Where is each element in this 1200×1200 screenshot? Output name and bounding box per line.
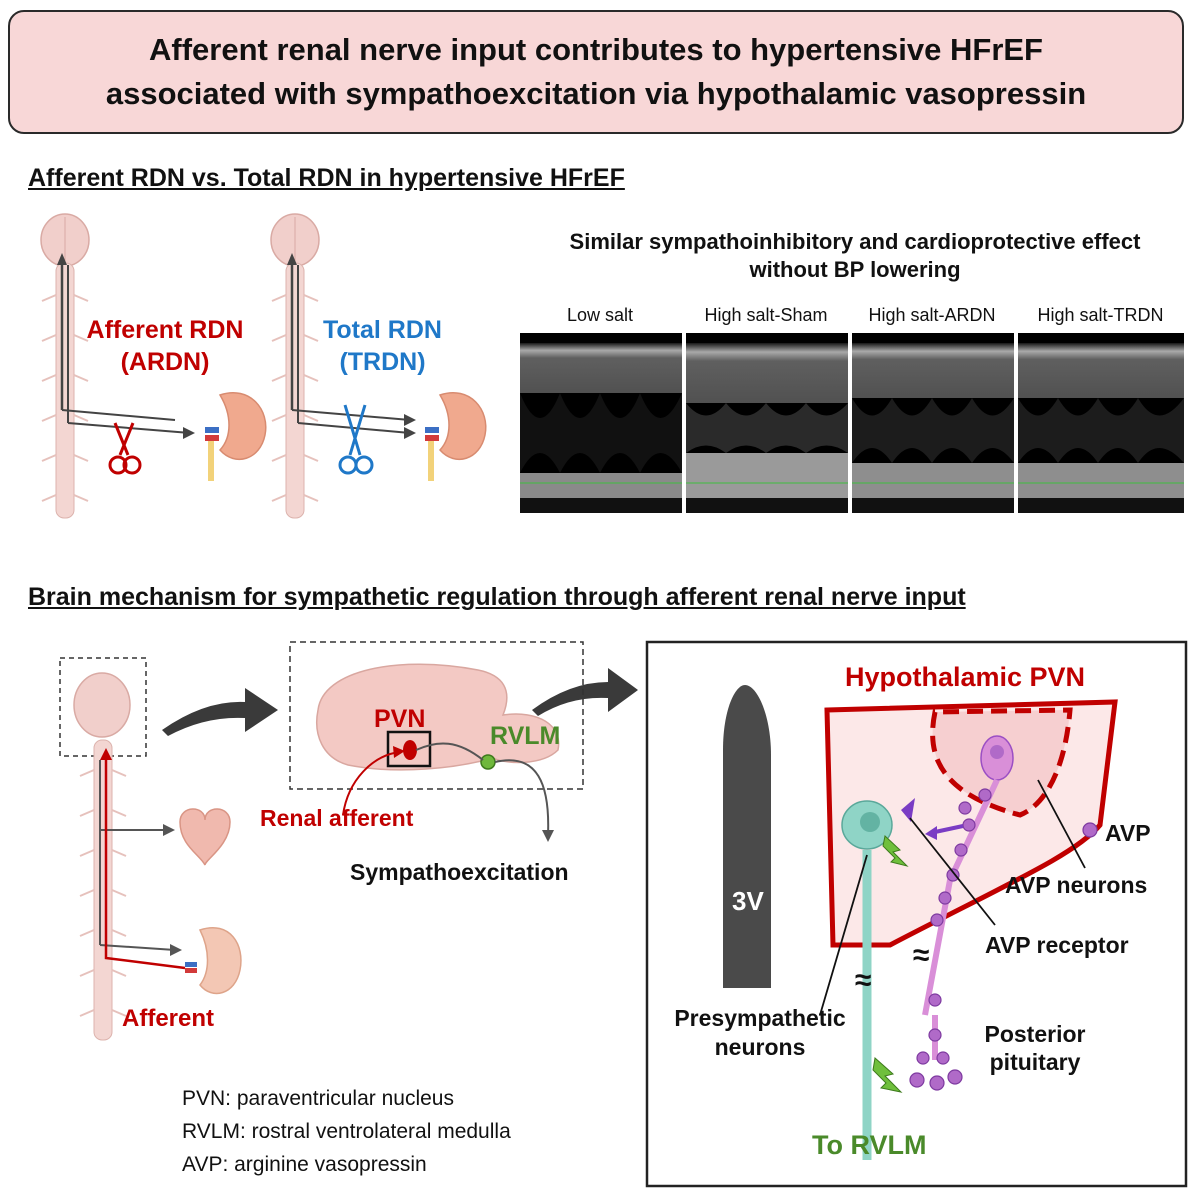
presympathetic-line2: neurons bbox=[714, 1034, 806, 1060]
echo-label-high-salt-trdn: High salt-TRDN bbox=[1037, 305, 1164, 325]
posterior-line1: Posterior bbox=[984, 1021, 1086, 1047]
break-mark-2: ≈ bbox=[913, 939, 929, 972]
arrow-1-icon bbox=[162, 688, 278, 736]
sympathoexcitation-label: Sympathoexcitation bbox=[350, 859, 569, 885]
echo-panel-high-salt-ardn bbox=[852, 333, 1014, 513]
trdn-body-illustration bbox=[270, 213, 487, 519]
third-ventricle-label: 3V bbox=[732, 886, 764, 916]
pvn-dot bbox=[403, 740, 417, 760]
to-rvlm-label: To RVLM bbox=[812, 1130, 927, 1160]
posterior-line2: pituitary bbox=[989, 1049, 1081, 1075]
echo-label-high-salt-ardn: High salt-ARDN bbox=[868, 305, 996, 325]
posterior-pituitary-label: Posterior pituitary bbox=[970, 1020, 1100, 1076]
scissors-red-icon bbox=[108, 422, 142, 475]
trdn-label: Total RDN (TRDN) bbox=[300, 314, 465, 378]
echo-label-low-salt: Low salt bbox=[566, 305, 634, 325]
effect-line1: Similar sympathoinhibitory and cardiopro… bbox=[569, 229, 1141, 254]
echo-panel-low-salt bbox=[520, 333, 682, 513]
arrow-2-icon bbox=[532, 668, 638, 716]
third-ventricle-shape bbox=[723, 685, 771, 988]
brain-icon bbox=[73, 672, 131, 738]
abbreviation-list: PVN: paraventricular nucleus RVLM: rostr… bbox=[182, 1082, 511, 1181]
kidney-icon bbox=[198, 927, 242, 995]
rvlm-dot bbox=[480, 754, 496, 770]
ardn-label-line1: Afferent RDN bbox=[86, 316, 244, 344]
section2-heading: Brain mechanism for sympathetic regulati… bbox=[28, 583, 966, 611]
hypothalamic-pvn-label: Hypothalamic PVN bbox=[845, 662, 1086, 692]
renal-afferent-label: Renal afferent bbox=[260, 805, 414, 831]
brain-sagittal-icon bbox=[316, 663, 560, 771]
abbr-pvn: PVN: paraventricular nucleus bbox=[182, 1087, 454, 1110]
ardn-label-line2: (ARDN) bbox=[120, 348, 210, 376]
abbr-rvlm: RVLM: rostral ventrolateral medulla bbox=[182, 1120, 511, 1143]
rdn-illustrations bbox=[40, 213, 487, 519]
abbr-avp: AVP: arginine vasopressin bbox=[182, 1153, 427, 1176]
pvn-focus-box bbox=[386, 730, 432, 768]
rvlm-label: RVLM bbox=[490, 722, 561, 750]
activation-bolt-icon bbox=[882, 835, 909, 867]
trdn-label-line1: Total RDN bbox=[323, 316, 442, 344]
activation-bolt-2-icon bbox=[872, 1057, 903, 1093]
ardn-label: Afferent RDN (ARDN) bbox=[70, 314, 260, 378]
heart-icon bbox=[179, 808, 231, 866]
title-line-1: Afferent renal nerve input contributes t… bbox=[149, 32, 1043, 67]
afferent-label: Afferent bbox=[122, 1005, 215, 1032]
avp-neurons-label: AVP neurons bbox=[1005, 872, 1148, 898]
echo-panel-high-salt-trdn bbox=[1018, 333, 1184, 513]
sagittal-brain-diagram bbox=[289, 641, 584, 842]
effect-text: Similar sympathoinhibitory and cardiopro… bbox=[520, 228, 1190, 284]
scissors-blue-icon bbox=[338, 404, 374, 475]
title-line-2: associated with sympathoexcitation via h… bbox=[105, 76, 1087, 111]
ardn-body-illustration bbox=[40, 213, 267, 519]
avp-label: AVP bbox=[1105, 820, 1151, 846]
body-diagram bbox=[59, 657, 242, 1041]
avp-receptor-label: AVP receptor bbox=[985, 932, 1129, 958]
trdn-label-line2: (TRDN) bbox=[339, 348, 426, 376]
pvn-label: PVN bbox=[374, 705, 426, 733]
pvn-detail-diagram: ≈ ≈ bbox=[645, 640, 1188, 1188]
echo-images bbox=[520, 333, 1184, 513]
break-mark-1: ≈ bbox=[855, 964, 871, 997]
echo-label-high-salt-sham: High salt-Sham bbox=[704, 305, 828, 325]
title-box: Afferent renal nerve input contributes t… bbox=[8, 10, 1184, 134]
presympathetic-label: Presympathetic neurons bbox=[655, 1004, 865, 1062]
echo-panel-high-salt-sham bbox=[686, 333, 848, 513]
section1-heading: Afferent RDN vs. Total RDN in hypertensi… bbox=[28, 164, 625, 192]
presympathetic-line1: Presympathetic bbox=[674, 1005, 846, 1031]
avp-receptor-icon bbox=[901, 798, 915, 822]
effect-line2: without BP lowering bbox=[749, 257, 961, 282]
